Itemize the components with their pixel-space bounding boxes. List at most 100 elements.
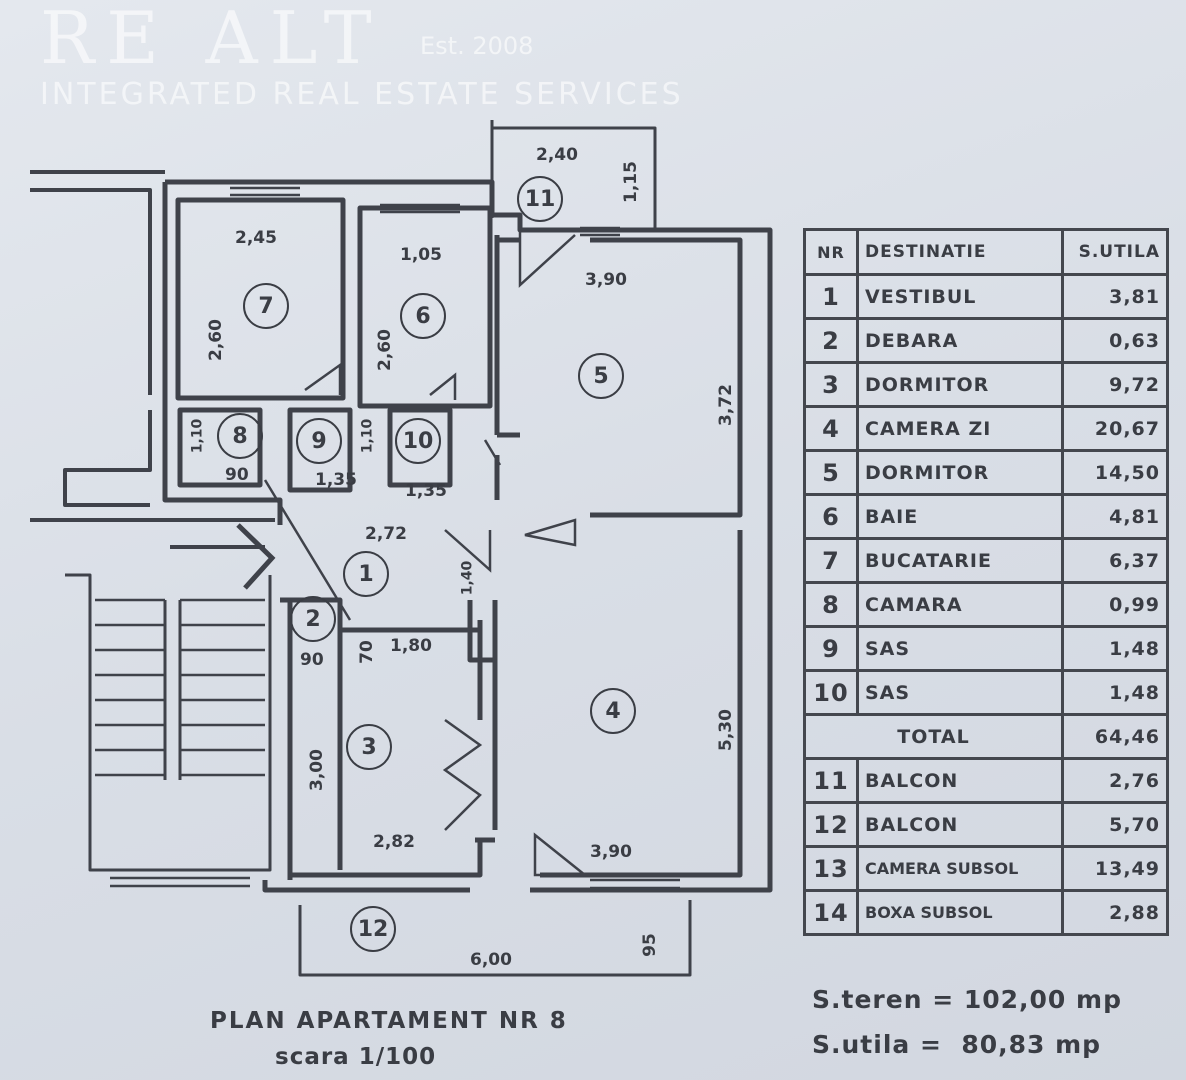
land-area: S.teren = 102,00 mp [812, 985, 1122, 1014]
room-number-7: 7 [243, 283, 289, 329]
row-area: 3,81 [1061, 273, 1169, 320]
header-nr: NR [803, 228, 859, 276]
row-dest: BOXA SUBSOL [856, 889, 1064, 936]
dim-room-8-width: 90 [225, 465, 249, 485]
row-dest: BALCON [856, 757, 1064, 804]
watermark-est: Est. 2008 [420, 32, 534, 60]
dim-room-4-width: 3,90 [590, 842, 632, 862]
room-number-11: 11 [517, 176, 563, 222]
row-area: 1,48 [1061, 669, 1169, 716]
row-area: 0,63 [1061, 317, 1169, 364]
row-nr: 2 [803, 317, 859, 364]
dim-room-5-height: 3,72 [715, 384, 736, 426]
room-number-10: 10 [395, 418, 441, 464]
row-nr: 5 [803, 449, 859, 496]
row-dest: SAS [856, 669, 1064, 716]
row-nr: 12 [803, 801, 859, 848]
row-nr: 6 [803, 493, 859, 540]
row-dest: CAMERA ZI [856, 405, 1064, 452]
row-area: 2,88 [1061, 889, 1169, 936]
row-nr: 7 [803, 537, 859, 584]
room-number-9: 9 [296, 418, 342, 464]
row-area: 0,99 [1061, 581, 1169, 628]
dim-balcony-11-width: 2,40 [536, 145, 578, 165]
plan-title: PLAN APARTAMENT NR 8 [210, 1008, 568, 1034]
dim-room-9-height: 1,10 [359, 418, 376, 454]
row-nr: 13 [803, 845, 859, 892]
room-number-5: 5 [578, 353, 624, 399]
row-dest: BAIE [856, 493, 1064, 540]
dim-room-7-width: 2,45 [235, 228, 277, 248]
row-area: 9,72 [1061, 361, 1169, 408]
row-nr: 11 [803, 757, 859, 804]
row-dest: VESTIBUL [856, 273, 1064, 320]
total-value: 64,46 [1061, 713, 1169, 760]
room-number-8: 8 [217, 413, 263, 459]
dim-room-5-width: 3,90 [585, 270, 627, 290]
dim-room-6-width: 1,05 [400, 245, 442, 265]
row-nr: 1 [803, 273, 859, 320]
room-number-1: 1 [343, 551, 389, 597]
row-nr: 14 [803, 889, 859, 936]
dim-room-2-length: 1,80 [390, 636, 432, 656]
row-nr: 10 [803, 669, 859, 716]
row-dest: CAMARA [856, 581, 1064, 628]
dim-balcony-11-depth: 1,15 [620, 161, 641, 203]
dim-room-3-height: 3,00 [306, 749, 327, 791]
row-dest: DORMITOR [856, 361, 1064, 408]
watermark-tagline: INTEGRATED REAL ESTATE SERVICES [40, 77, 684, 112]
total-label: TOTAL [803, 713, 1064, 760]
row-dest: CAMERA SUBSOL [856, 845, 1064, 892]
row-dest: BUCATARIE [856, 537, 1064, 584]
row-dest: SAS [856, 625, 1064, 672]
row-nr: 8 [803, 581, 859, 628]
row-dest: BALCON [856, 801, 1064, 848]
header-destinatie: DESTINATIE [856, 228, 1064, 276]
dim-room-1-height: 1,40 [459, 560, 476, 596]
room-number-4: 4 [590, 688, 636, 734]
row-area: 14,50 [1061, 449, 1169, 496]
room-number-3: 3 [346, 724, 392, 770]
dim-room-10-width: 1,35 [405, 481, 447, 501]
row-nr: 4 [803, 405, 859, 452]
usable-area: S.utila = 80,83 mp [812, 1030, 1102, 1059]
row-area: 4,81 [1061, 493, 1169, 540]
dim-room-8-height: 1,10 [189, 418, 206, 454]
dim-balcony-12-depth: 95 [639, 933, 660, 957]
dim-room-2-width: 90 [300, 650, 324, 670]
row-area: 6,37 [1061, 537, 1169, 584]
dim-room-1-width: 2,72 [365, 524, 407, 544]
dim-room-9-width: 1,35 [315, 470, 357, 490]
row-nr: 3 [803, 361, 859, 408]
dim-room-3-width: 2,82 [373, 832, 415, 852]
row-area: 1,48 [1061, 625, 1169, 672]
row-area: 5,70 [1061, 801, 1169, 848]
row-area: 13,49 [1061, 845, 1169, 892]
table-header: NR DESTINATIE S.UTILA [803, 228, 1169, 276]
row-dest: DORMITOR [856, 449, 1064, 496]
row-nr: 9 [803, 625, 859, 672]
dim-room-2-depth: 70 [356, 640, 377, 664]
room-number-6: 6 [400, 293, 446, 339]
header-s-utila: S.UTILA [1061, 228, 1169, 276]
dim-room-6-height: 2,60 [374, 329, 395, 371]
dim-room-7-height: 2,60 [205, 319, 226, 361]
watermark-logo: RE ALT [40, 0, 384, 80]
plan-scale: scara 1/100 [275, 1044, 437, 1070]
